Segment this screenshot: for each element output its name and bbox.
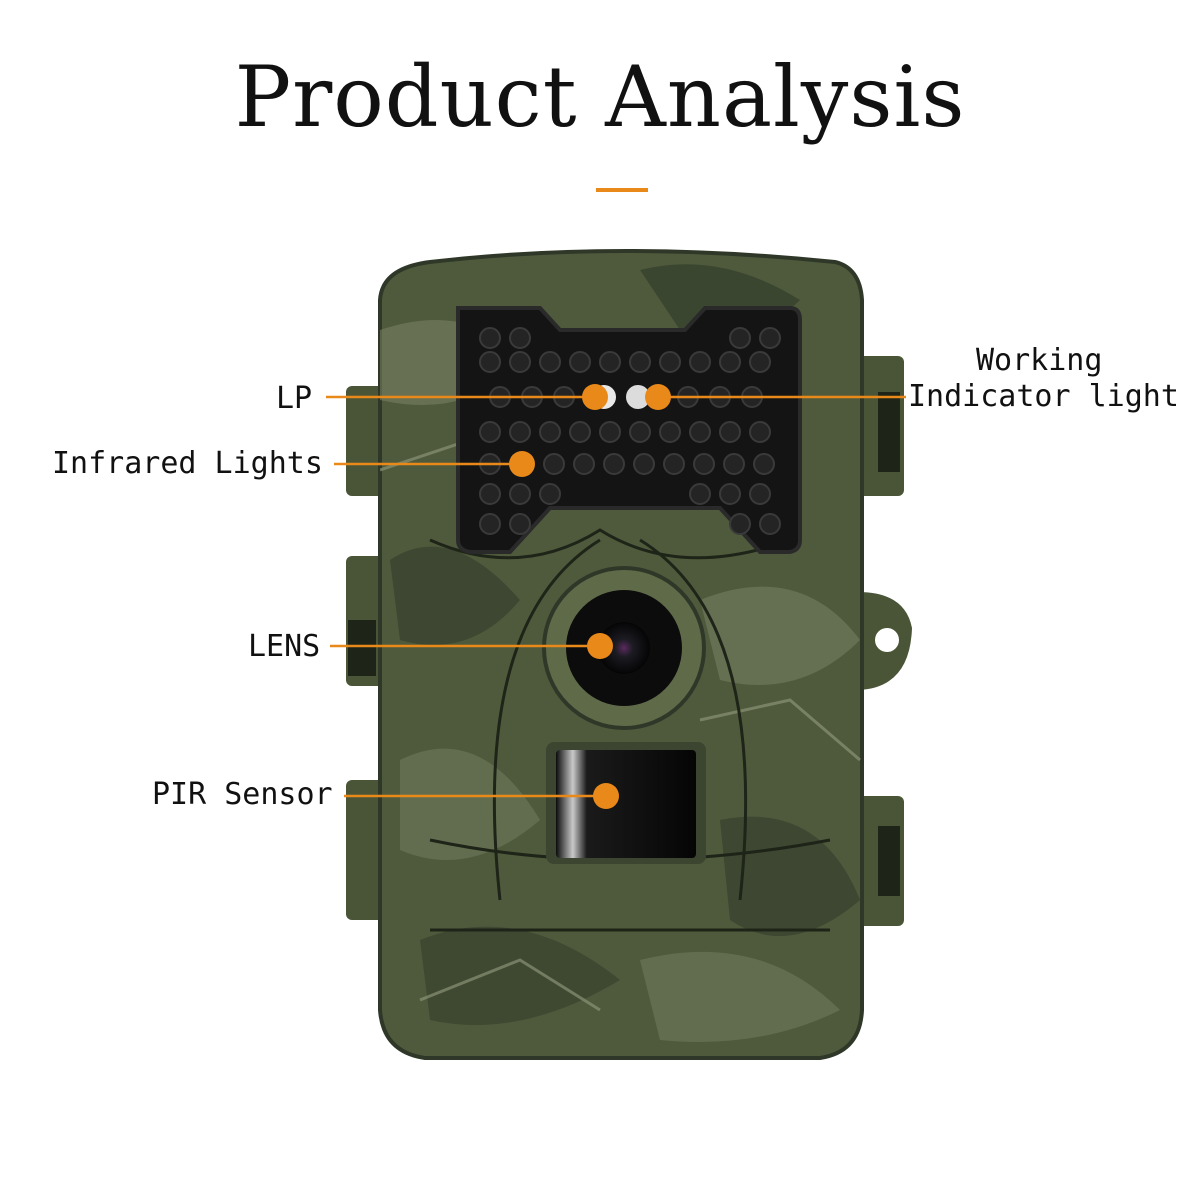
infrared-led — [723, 453, 745, 475]
lp-dot — [582, 384, 608, 410]
infrared-led — [689, 421, 711, 443]
infrared-led — [573, 453, 595, 475]
page-title: Product Analysis — [234, 48, 966, 146]
callout-dots — [509, 384, 671, 809]
title-underline — [596, 188, 648, 192]
infrared-led — [599, 351, 621, 373]
infrared-led — [759, 513, 781, 535]
working-label-line1: Working — [976, 343, 1103, 378]
infrared-led — [719, 421, 741, 443]
infrared-led — [659, 351, 681, 373]
infrared-dot — [509, 451, 535, 477]
infrared-led — [543, 453, 565, 475]
infrared-led — [693, 453, 715, 475]
infrared-led — [749, 421, 771, 443]
infrared-led — [479, 483, 501, 505]
infrared-led-grid — [479, 327, 781, 535]
pir-dot — [593, 783, 619, 809]
lens-glass — [598, 622, 650, 674]
infrared-led — [479, 327, 501, 349]
infrared-led — [479, 351, 501, 373]
working-indicator-light — [626, 385, 650, 409]
infrared-led — [509, 421, 531, 443]
infrared-led — [479, 421, 501, 443]
lp-label: LP — [276, 381, 313, 416]
infrared-led — [689, 351, 711, 373]
lens-assembly — [542, 566, 706, 730]
infrared-led — [719, 351, 741, 373]
infrared-led — [603, 453, 625, 475]
infrared-panel — [456, 306, 802, 554]
infrared-led — [599, 421, 621, 443]
lens-label: LENS — [248, 629, 321, 664]
camouflage-pattern — [380, 264, 861, 1042]
working-label-line2: Indicator light — [908, 379, 1179, 414]
right-brackets — [858, 356, 912, 926]
working-dot — [645, 384, 671, 410]
infrared-led — [509, 327, 531, 349]
lens-dot — [587, 633, 613, 659]
infrared-led — [659, 421, 681, 443]
infrared-led — [749, 351, 771, 373]
infrared-led — [729, 513, 751, 535]
infrared-led — [539, 483, 561, 505]
left-brackets — [346, 386, 386, 920]
infrared-led — [509, 513, 531, 535]
infrared-lights-label: Infrared Lights — [52, 446, 323, 481]
infrared-led — [753, 453, 775, 475]
infrared-led — [569, 351, 591, 373]
infrared-led — [569, 421, 591, 443]
pir-sensor-label: PIR Sensor — [152, 777, 333, 812]
pir-sensor-window — [546, 742, 706, 864]
infrared-led — [509, 483, 531, 505]
infrared-led — [629, 421, 651, 443]
infrared-led — [633, 453, 655, 475]
infrared-led — [509, 351, 531, 373]
infrared-led — [719, 483, 741, 505]
infrared-led — [759, 327, 781, 349]
infrared-led — [663, 453, 685, 475]
infrared-led — [539, 421, 561, 443]
callout-lines — [326, 395, 906, 798]
infrared-led — [689, 483, 711, 505]
infrared-led — [539, 351, 561, 373]
infrared-led — [479, 513, 501, 535]
infrared-led — [629, 351, 651, 373]
infrared-led — [729, 327, 751, 349]
infrared-led — [749, 483, 771, 505]
